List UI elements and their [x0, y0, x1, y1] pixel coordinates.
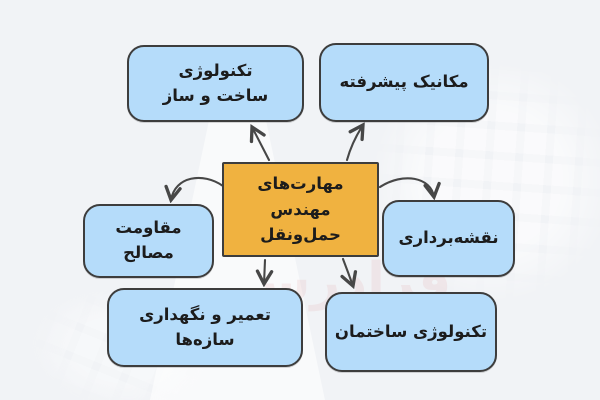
node-strength-of-materials: مقاومت مصالح — [83, 204, 214, 278]
arrow-center-to-advanced-mechanics — [345, 125, 363, 162]
arrow-center-to-building-technology — [343, 257, 353, 286]
node-repair-and-maintenance-of-structures: تعمیر و نگهداری سازه‌ها — [107, 288, 303, 367]
node-central-transport-engineer-skills: مهارت‌های مهندس حمل‌ونقل — [222, 162, 379, 257]
node-building-technology: تکنولوژی ساختمان — [325, 292, 497, 372]
node-surveying: نقشه‌برداری — [382, 200, 515, 277]
node-advanced-mechanics: مکانیک پیشرفته — [319, 43, 489, 122]
node-construction-technology: تکنولوژی ساخت و ساز — [127, 45, 304, 122]
